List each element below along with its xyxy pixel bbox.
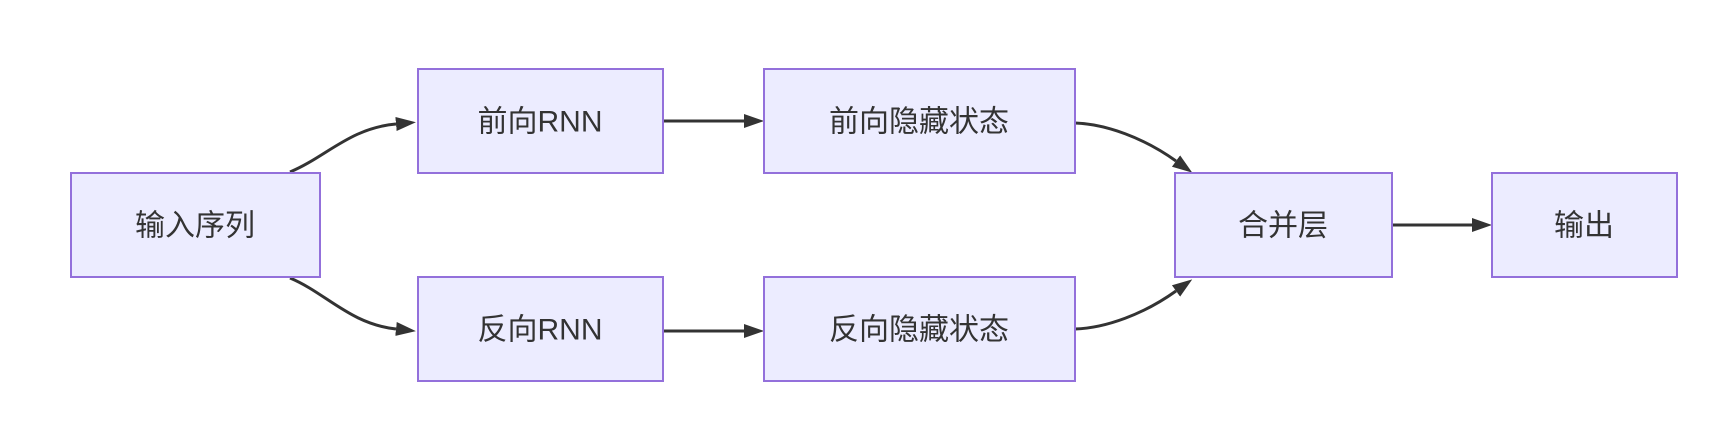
- edge-input-to-backward-rnn: [289, 276, 416, 336]
- node-input-sequence-box: [70, 172, 321, 278]
- node-forward-rnn-box: [417, 68, 664, 174]
- node-forward-hidden-state-box: [763, 68, 1076, 174]
- node-input-sequence: 输入序列: [70, 172, 321, 278]
- node-input-sequence-label: 输入序列: [135, 210, 255, 243]
- node-backward-hidden-state: 反向隐藏状态: [763, 276, 1076, 382]
- node-backward-hidden-state-box: [763, 276, 1076, 382]
- node-output: 输出: [1491, 172, 1678, 278]
- node-merge-layer-box: [1174, 172, 1393, 278]
- node-forward-rnn: 前向RNN: [417, 68, 664, 174]
- node-backward-rnn-box: [417, 276, 664, 382]
- node-forward-hidden-state: 前向隐藏状态: [763, 68, 1076, 174]
- node-merge-layer-label: 合并层: [1238, 210, 1328, 243]
- edge-forward-hidden-to-merge: [1074, 121, 1193, 173]
- node-forward-hidden-state-label: 前向隐藏状态: [829, 106, 1009, 139]
- edge-group: [289, 114, 1492, 338]
- node-backward-hidden-state-label: 反向隐藏状态: [829, 314, 1009, 347]
- node-backward-rnn: 反向RNN: [417, 276, 664, 382]
- node-merge-layer: 合并层: [1174, 172, 1393, 278]
- node-output-box: [1491, 172, 1678, 278]
- node-output-label: 输出: [1554, 210, 1614, 243]
- edge-input-to-forward-rnn: [289, 117, 416, 174]
- node-forward-rnn-label: 前向RNN: [478, 106, 603, 139]
- edge-backward-hidden-to-merge: [1074, 279, 1193, 331]
- node-backward-rnn-label: 反向RNN: [478, 314, 603, 347]
